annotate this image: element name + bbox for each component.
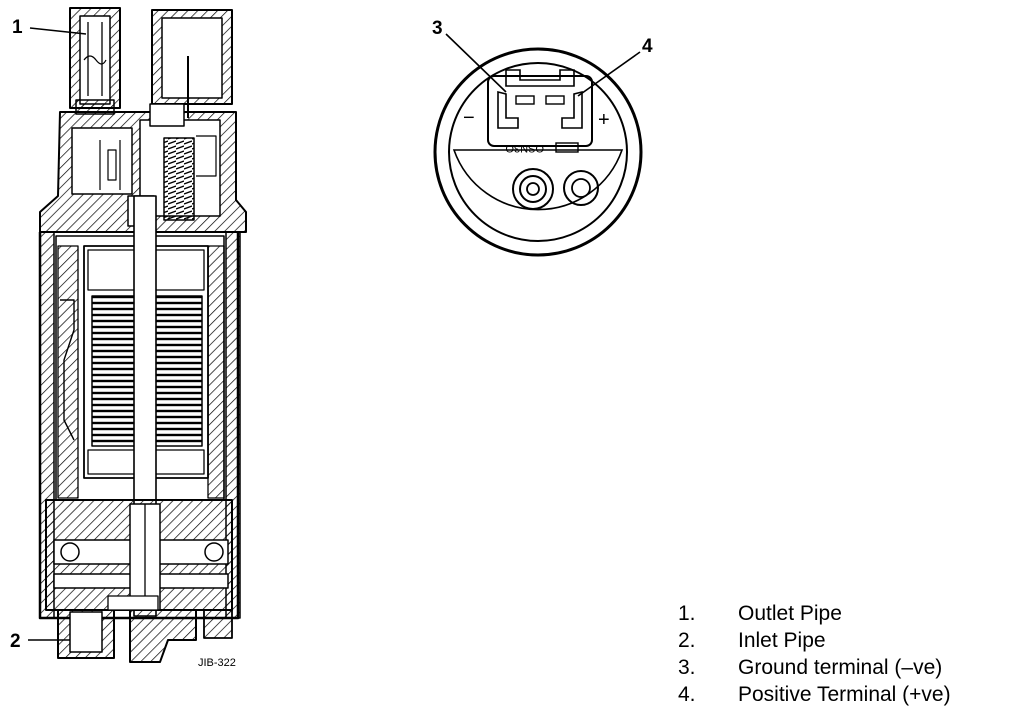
fuel-pump-section	[38, 7, 247, 663]
pump-base	[45, 499, 233, 611]
callout-label-1: 1	[12, 17, 23, 38]
legend-item-text: Positive Terminal (+ve)	[738, 683, 951, 706]
plus-symbol: +	[598, 109, 610, 131]
legend-item-text: Inlet Pipe	[738, 629, 826, 652]
connector-part-marking: OSN3O	[505, 142, 544, 154]
pump-bottom-stub	[203, 609, 233, 639]
callout-label-2: 2	[10, 631, 21, 652]
connector-housing	[151, 9, 233, 118]
inlet-pipe	[57, 610, 115, 659]
minus-symbol: −	[463, 107, 475, 129]
callout-label-4: 4	[642, 36, 653, 57]
connector-end-view	[433, 47, 643, 257]
legend-item-text: Ground terminal (–ve)	[738, 656, 943, 679]
legend-item-number: 3.	[678, 656, 696, 679]
legend-item-number: 1.	[678, 602, 696, 625]
figure-code: JIB-322	[198, 657, 236, 669]
callout-leader-1	[29, 27, 87, 35]
legend-item-text: Outlet Pipe	[738, 602, 842, 625]
callout-leader-3	[445, 33, 507, 93]
pump-bottom-lip	[129, 610, 197, 663]
callout-label-3: 3	[432, 18, 443, 39]
legend-item-number: 4.	[678, 683, 696, 706]
legend-item-number: 2.	[678, 629, 696, 652]
outlet-pipe	[69, 7, 121, 115]
callout-leader-4	[577, 51, 641, 97]
